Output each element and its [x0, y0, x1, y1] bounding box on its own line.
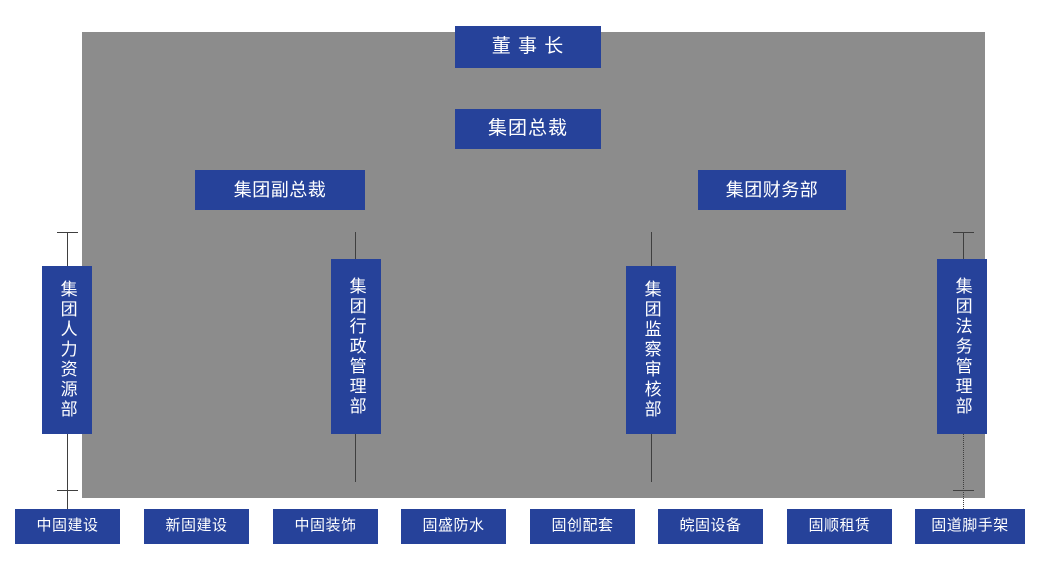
- connector-legal-bottom-tick: [953, 490, 974, 491]
- node-finance-dept[interactable]: 集团财务部: [698, 170, 846, 210]
- node-dept-legal[interactable]: 集团法务管理部: [937, 259, 987, 434]
- node-group-president[interactable]: 集团总裁: [455, 109, 601, 149]
- node-dept-hr-label: 集团人力资源部: [57, 280, 77, 420]
- node-chairman-label: 董 事 长: [491, 36, 565, 58]
- node-subsidiary-5[interactable]: 皖固设备: [658, 509, 763, 544]
- connector-hr-to-subsidiaries: [67, 434, 68, 509]
- node-subsidiary-1[interactable]: 新固建设: [144, 509, 249, 544]
- node-finance-dept-label: 集团财务部: [725, 179, 819, 200]
- node-subsidiary-2[interactable]: 中固装饰: [273, 509, 378, 544]
- connector-finance-to-legal: [963, 232, 964, 282]
- node-subsidiary-6-label: 固顺租赁: [808, 517, 871, 535]
- connector-hr-bottom-tick: [57, 490, 78, 491]
- node-subsidiary-5-label: 皖固设备: [679, 517, 742, 535]
- connector-vp-hr-top: [57, 232, 78, 233]
- node-subsidiary-7-label: 固道脚手架: [931, 517, 1009, 535]
- connector-legal-to-subsidiaries: [963, 434, 964, 509]
- node-dept-hr[interactable]: 集团人力资源部: [42, 266, 92, 434]
- node-subsidiary-3-label: 固盛防水: [422, 517, 485, 535]
- node-subsidiary-4[interactable]: 固创配套: [530, 509, 635, 544]
- node-vice-president-label: 集团副总裁: [233, 179, 327, 200]
- node-subsidiary-7[interactable]: 固道脚手架: [915, 509, 1025, 544]
- node-subsidiary-0-label: 中固建设: [36, 517, 99, 535]
- background-panel: [82, 32, 985, 498]
- connector-vp-to-hr: [67, 232, 68, 282]
- node-subsidiary-1-label: 新固建设: [165, 517, 228, 535]
- node-dept-audit-label: 集团监察审核部: [641, 280, 661, 420]
- node-subsidiary-6[interactable]: 固顺租赁: [787, 509, 892, 544]
- node-subsidiary-0[interactable]: 中固建设: [15, 509, 120, 544]
- node-dept-audit[interactable]: 集团监察审核部: [626, 266, 676, 434]
- node-subsidiary-2-label: 中固装饰: [294, 517, 357, 535]
- node-chairman[interactable]: 董 事 长: [455, 26, 601, 68]
- node-dept-legal-label: 集团法务管理部: [952, 276, 972, 417]
- node-dept-administration[interactable]: 集团行政管理部: [331, 259, 381, 434]
- node-dept-administration-label: 集团行政管理部: [346, 276, 366, 417]
- node-group-president-label: 集团总裁: [487, 118, 568, 140]
- node-vice-president[interactable]: 集团副总裁: [195, 170, 365, 210]
- node-subsidiary-3[interactable]: 固盛防水: [401, 509, 506, 544]
- connector-finance-legal-top: [953, 232, 974, 233]
- node-subsidiary-4-label: 固创配套: [551, 517, 614, 535]
